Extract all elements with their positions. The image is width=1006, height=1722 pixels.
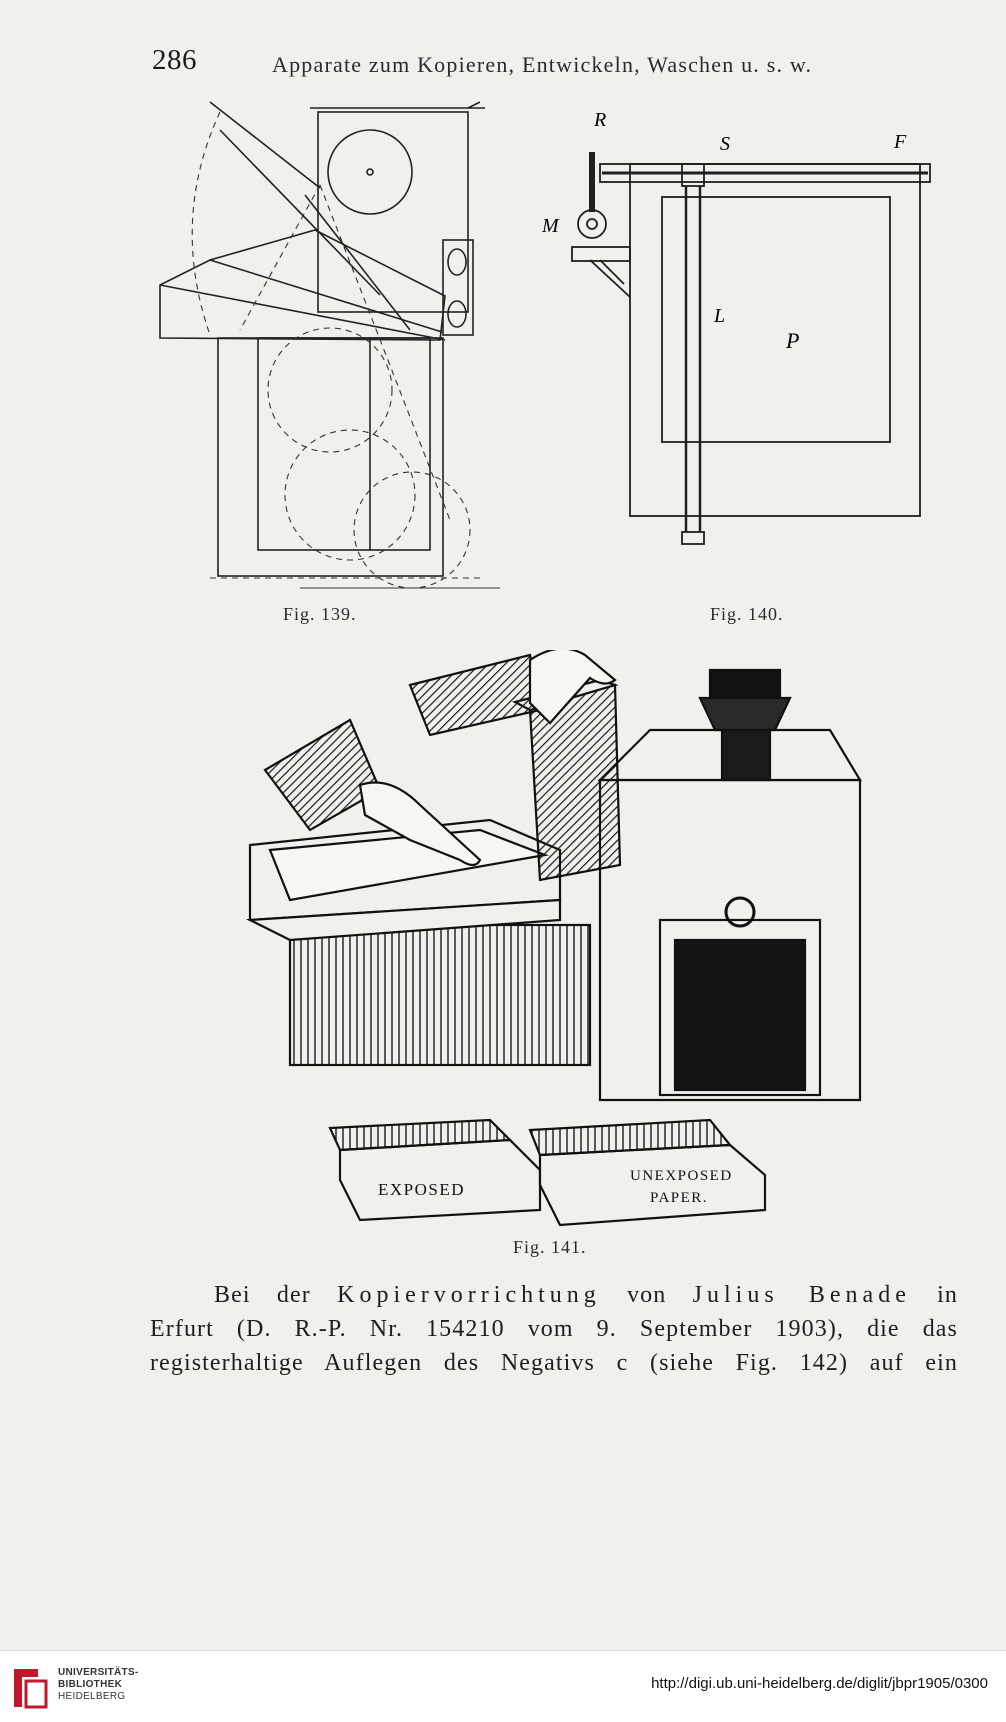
figure-139-drawing xyxy=(159,101,500,589)
label-l: L xyxy=(713,305,725,327)
library-name-line-2: BIBLIOTHEK xyxy=(58,1679,123,1690)
library-name: UNIVERSITÄTS- BIBLIOTHEK HEIDELBERG xyxy=(58,1667,139,1703)
figure-140-caption: Fig. 140. xyxy=(710,604,784,624)
library-footer: UNIVERSITÄTS- BIBLIOTHEK HEIDELBERG http… xyxy=(0,1650,1006,1722)
label-f: F xyxy=(893,131,907,153)
label-s: S xyxy=(720,133,730,155)
figure-141-illustration: EXPOSED UNEXPOSED PAPER. xyxy=(245,650,862,1227)
body-line-2: Erfurt (D. R.-P. Nr. 154210 vom 9. Septe… xyxy=(150,1316,958,1342)
body-line-1-e: in xyxy=(910,1282,959,1308)
label-p: P xyxy=(785,328,799,353)
figure-141-caption: Fig. 141. xyxy=(513,1237,587,1257)
source-url-link[interactable]: http://digi.ub.uni-heidelberg.de/diglit/… xyxy=(651,1675,988,1692)
box-label-paper: PAPER. xyxy=(650,1190,708,1206)
figure-139-caption: Fig. 139. xyxy=(283,604,357,624)
body-line-1-c: von xyxy=(600,1282,693,1308)
library-name-line-1: UNIVERSITÄTS- xyxy=(58,1667,139,1678)
library-name-line-3: HEIDELBERG xyxy=(58,1691,126,1702)
body-name-julius-benade: Julius Benade xyxy=(692,1282,911,1308)
box-label-unexposed: UNEXPOSED xyxy=(630,1168,733,1184)
page-number: 286 xyxy=(152,44,197,76)
body-line-1-a: Bei der xyxy=(214,1282,338,1308)
page-header: 286 Apparate zum Kopieren, Entwickeln, W… xyxy=(0,44,1006,84)
running-title: Apparate zum Kopieren, Entwickeln, Wasch… xyxy=(272,52,813,77)
box-label-exposed: EXPOSED xyxy=(378,1180,465,1199)
body-line-3: registerhaltige Auflegen des Negativs c … xyxy=(150,1350,958,1376)
figure-140-drawing: R S F M L P xyxy=(542,112,931,545)
body-line-1: Bei der Kopiervorrichtung von Julius Ben… xyxy=(150,1278,958,1312)
body-paragraph: Bei der Kopiervorrichtung von Julius Ben… xyxy=(150,1278,958,1380)
label-m: M xyxy=(542,215,560,237)
book-page: 286 Apparate zum Kopieren, Entwickeln, W… xyxy=(0,44,1006,1380)
library-logo-icon xyxy=(14,1669,48,1709)
body-term-kopiervorrichtung: Kopiervorrichtung xyxy=(337,1282,601,1308)
label-r: R xyxy=(593,112,606,131)
